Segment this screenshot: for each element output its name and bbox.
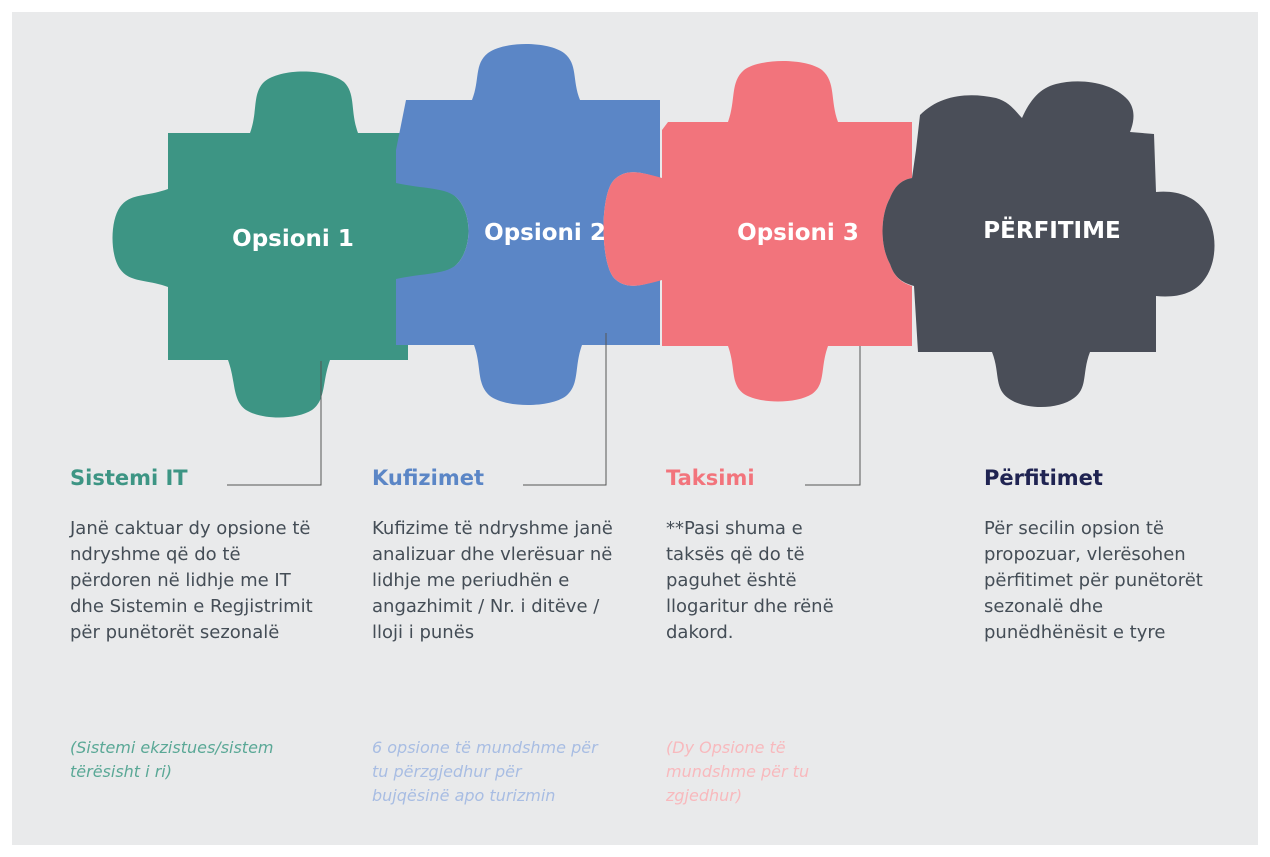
piece-label-4: PËRFITIME [983, 216, 1120, 244]
column-body-perfitimet: Për secilin opsion të propozuar, vlerëso… [984, 518, 1203, 643]
column-title-sistemi-it: Sistemi IT [70, 466, 188, 490]
column-title-perfitimet: Përfitimet [984, 466, 1103, 490]
connector-line-3 [805, 346, 861, 486]
column-title-taksimi: Taksimi [666, 466, 755, 490]
column-title-kufizimet: Kufizimet [372, 466, 485, 490]
puzzle-piece-3 [603, 61, 912, 402]
piece-label-3: Opsioni 3 [737, 220, 859, 246]
column-body-taksimi: **Pasi shuma e taksës që do të paguhet ë… [666, 518, 834, 643]
puzzle-piece-4 [882, 81, 1215, 408]
puzzle-piece-1 [112, 71, 469, 418]
column-body-kufizimet: Kufizime të ndryshme janë analizuar dhe … [372, 518, 613, 643]
column-taksimi: Taksimi **Pasi shuma e taksës që do të p… [666, 466, 876, 826]
piece-label-1: Opsioni 1 [232, 226, 354, 252]
column-note-taksimi: (Dy Opsione të mundshme për tu zgjedhur) [666, 738, 810, 805]
piece-label-2: Opsioni 2 [484, 220, 606, 246]
column-body-sistemi-it: Janë caktuar dy opsione të ndryshme që d… [70, 518, 313, 643]
connector-line-2 [523, 333, 607, 486]
column-perfitimet: Përfitimet Për secilin opsion të propozu… [984, 466, 1214, 826]
column-kufizimet: Kufizimet Kufizime të ndryshme janë anal… [372, 466, 622, 826]
column-note-kufizimet: 6 opsione të mundshme për tu përzgjedhur… [372, 738, 598, 805]
column-sistemi-it: Sistemi IT Janë caktuar dy opsione të nd… [70, 466, 320, 826]
connector-line-1 [227, 361, 322, 486]
column-note-sistemi-it: (Sistemi ekzistues/sistem tërësisht i ri… [70, 738, 274, 781]
puzzle-piece-2 [396, 44, 660, 405]
